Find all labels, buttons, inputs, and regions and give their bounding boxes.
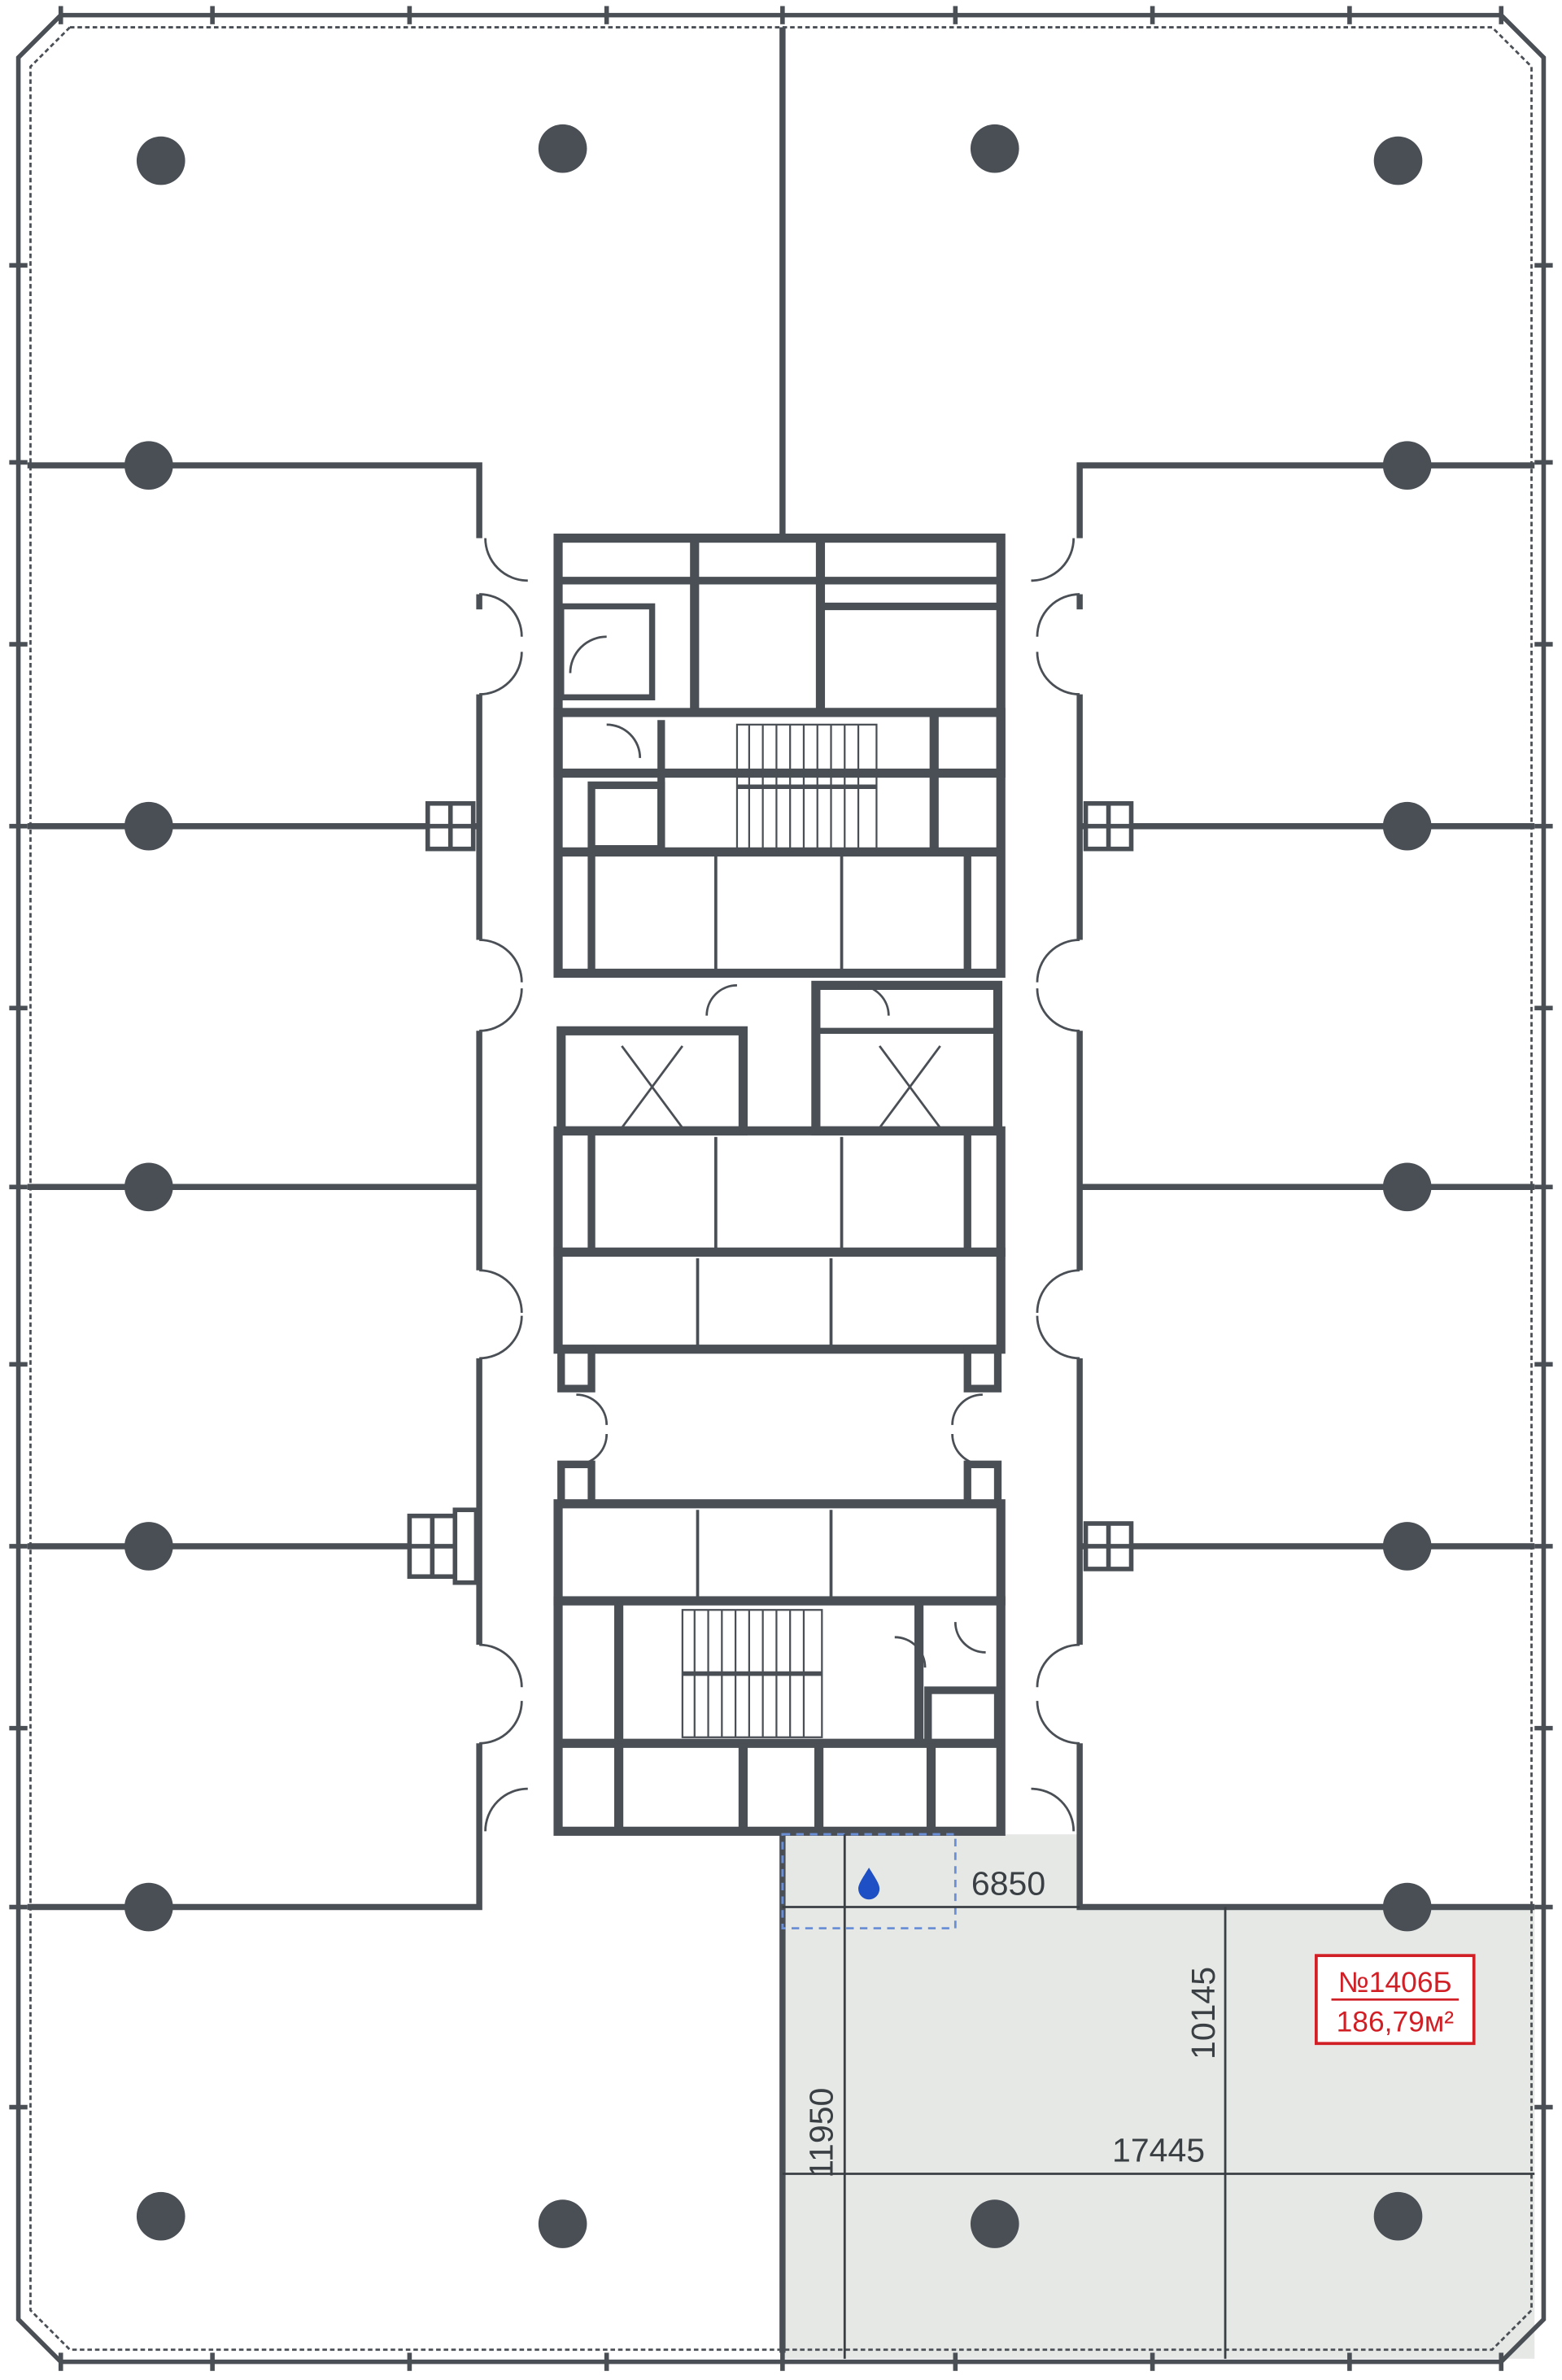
columns xyxy=(124,124,1432,2248)
dimension-depth-right: 10145 xyxy=(1185,1967,1222,2060)
dimension-lines xyxy=(782,1834,1535,2359)
wet-zone-outline xyxy=(781,1833,957,1930)
water-drop-icon xyxy=(858,1868,880,1900)
facade-mullions xyxy=(9,6,1553,2371)
unit-label[interactable]: №1406Б 186,79м² xyxy=(1315,1954,1476,2046)
doors xyxy=(479,538,1080,1832)
shafts xyxy=(407,800,1134,1585)
dimension-width-total: 17445 xyxy=(1112,2132,1205,2169)
dimension-depth-left: 11950 xyxy=(802,2088,840,2178)
core xyxy=(553,534,1006,1836)
unit-number: №1406Б xyxy=(1338,1966,1452,1999)
stairs xyxy=(681,723,878,1738)
dimension-width-short: 6850 xyxy=(971,1865,1045,1903)
unit-area: 186,79м² xyxy=(1337,2005,1455,2038)
